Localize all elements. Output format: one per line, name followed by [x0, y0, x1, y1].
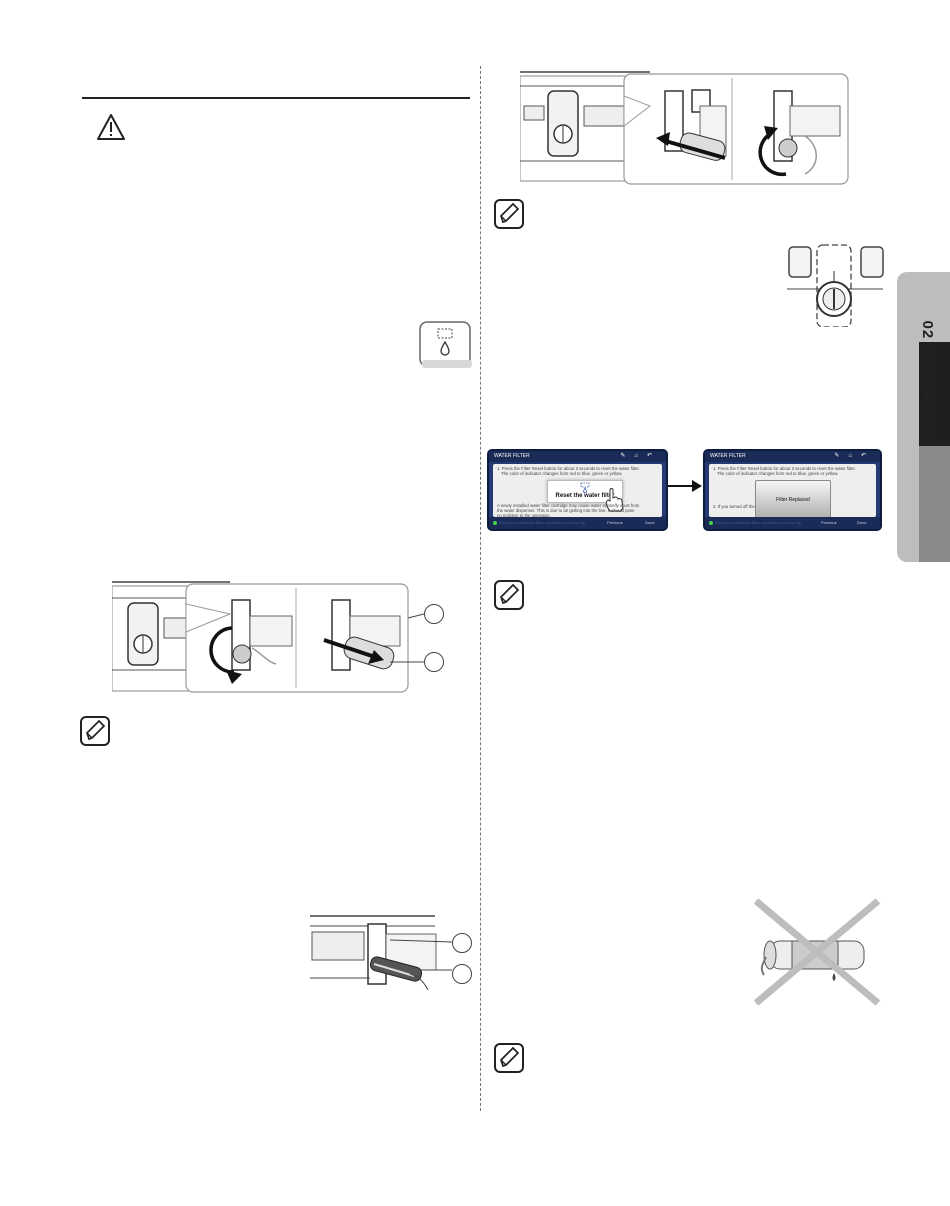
water-filter-screen-replaced: WATER FILTER ✎⌂↶ 1. Press the Filter Res…: [703, 449, 882, 531]
edit-icon[interactable]: ✎: [834, 453, 849, 459]
callout-marker: [452, 933, 472, 953]
column-divider: [480, 66, 481, 1111]
screen-title: WATER FILTER: [710, 453, 746, 459]
note-pencil-icon: [494, 1043, 524, 1073]
screen-header: WATER FILTER: [705, 451, 880, 462]
back-icon[interactable]: ↶: [646, 453, 661, 459]
side-tab-active-marker: [919, 342, 950, 446]
screen-body-line-2: the water dispenser. This is due to air …: [497, 508, 635, 513]
filter-replaced-label: Filter Replaced: [776, 497, 810, 503]
note-pencil-icon: [494, 199, 524, 229]
callout-marker: [452, 964, 472, 984]
home-icon[interactable]: ⌂: [848, 453, 861, 459]
previous-button[interactable]: Previous: [821, 520, 837, 525]
screen-step-text: 1. Press the Filter Reset button for abo…: [497, 466, 640, 471]
section-rule: [82, 97, 470, 99]
side-tab-lower: [919, 446, 950, 562]
filter-remove-illustration: [112, 578, 447, 696]
water-filter-screen-reset: WATER FILTER ✎⌂↶ 1. Press the Filter Res…: [487, 449, 668, 531]
screen-body: 1. Press the Filter Reset button for abo…: [493, 464, 662, 527]
screen-body-line-3: no problem to the operation.: [497, 513, 551, 518]
filter-cap-illustration: [310, 912, 475, 992]
touch-hand-icon: [605, 488, 624, 512]
previous-button[interactable]: Previous: [607, 520, 623, 525]
screen-footer: Push your ice/water filter replacement i…: [705, 517, 880, 529]
wrong-filter-illustration: [753, 898, 881, 1006]
filter-insert-illustration: [520, 66, 850, 190]
screen-step-text: 1. Press the Filter Reset button for abo…: [713, 466, 856, 471]
status-dot: [709, 521, 713, 525]
screen-body-line-1: 2. If you turned off the: [713, 504, 755, 509]
screen-step-subtext: The color of indicator changes from red …: [501, 471, 623, 476]
back-icon[interactable]: ↶: [860, 453, 875, 459]
section-side-tab: 02 OPERATING: [897, 272, 950, 562]
home-icon[interactable]: ⌂: [634, 453, 647, 459]
screen-step-subtext: The color of indicator changes from red …: [717, 471, 839, 476]
screen-body: 1. Press the Filter Reset button for abo…: [709, 464, 876, 527]
note-pencil-icon: [80, 716, 110, 746]
dispenser-closeup-illustration: [785, 237, 885, 327]
filter-replaced-popup: Filter Replaced: [755, 480, 831, 522]
water-filter-button-icon: [580, 482, 590, 493]
status-dot: [493, 521, 497, 525]
screen-body-line-1: A newly installed water filter cartridge…: [497, 503, 640, 508]
note-pencil-icon: [494, 580, 524, 610]
reset-filter-popup[interactable]: Reset the water filter: [547, 480, 623, 503]
callout-marker: [424, 652, 444, 672]
screen-footer: Push your ice/water filter replacement i…: [489, 517, 666, 529]
screen-footer-tip: Push your ice/water filter replacement i…: [500, 520, 587, 525]
edit-icon[interactable]: ✎: [620, 453, 635, 459]
side-tab-label: 02 OPERATING: [919, 320, 936, 442]
callout-marker: [424, 604, 444, 624]
done-button[interactable]: Done: [857, 520, 867, 525]
screen-header-icons: ✎⌂↶: [620, 451, 661, 462]
screen-title: WATER FILTER: [494, 453, 530, 459]
screen-header: WATER FILTER: [489, 451, 666, 462]
water-filter-button-icon: [419, 321, 472, 368]
done-button[interactable]: Done: [645, 520, 655, 525]
screen-footer-tip: Push your ice/water filter replacement i…: [716, 520, 803, 525]
next-arrow-icon: [668, 480, 702, 492]
screen-header-icons: ✎⌂↶: [834, 451, 875, 462]
reset-filter-label: Reset the water filter: [555, 493, 615, 499]
warning-triangle-icon: [97, 114, 125, 140]
